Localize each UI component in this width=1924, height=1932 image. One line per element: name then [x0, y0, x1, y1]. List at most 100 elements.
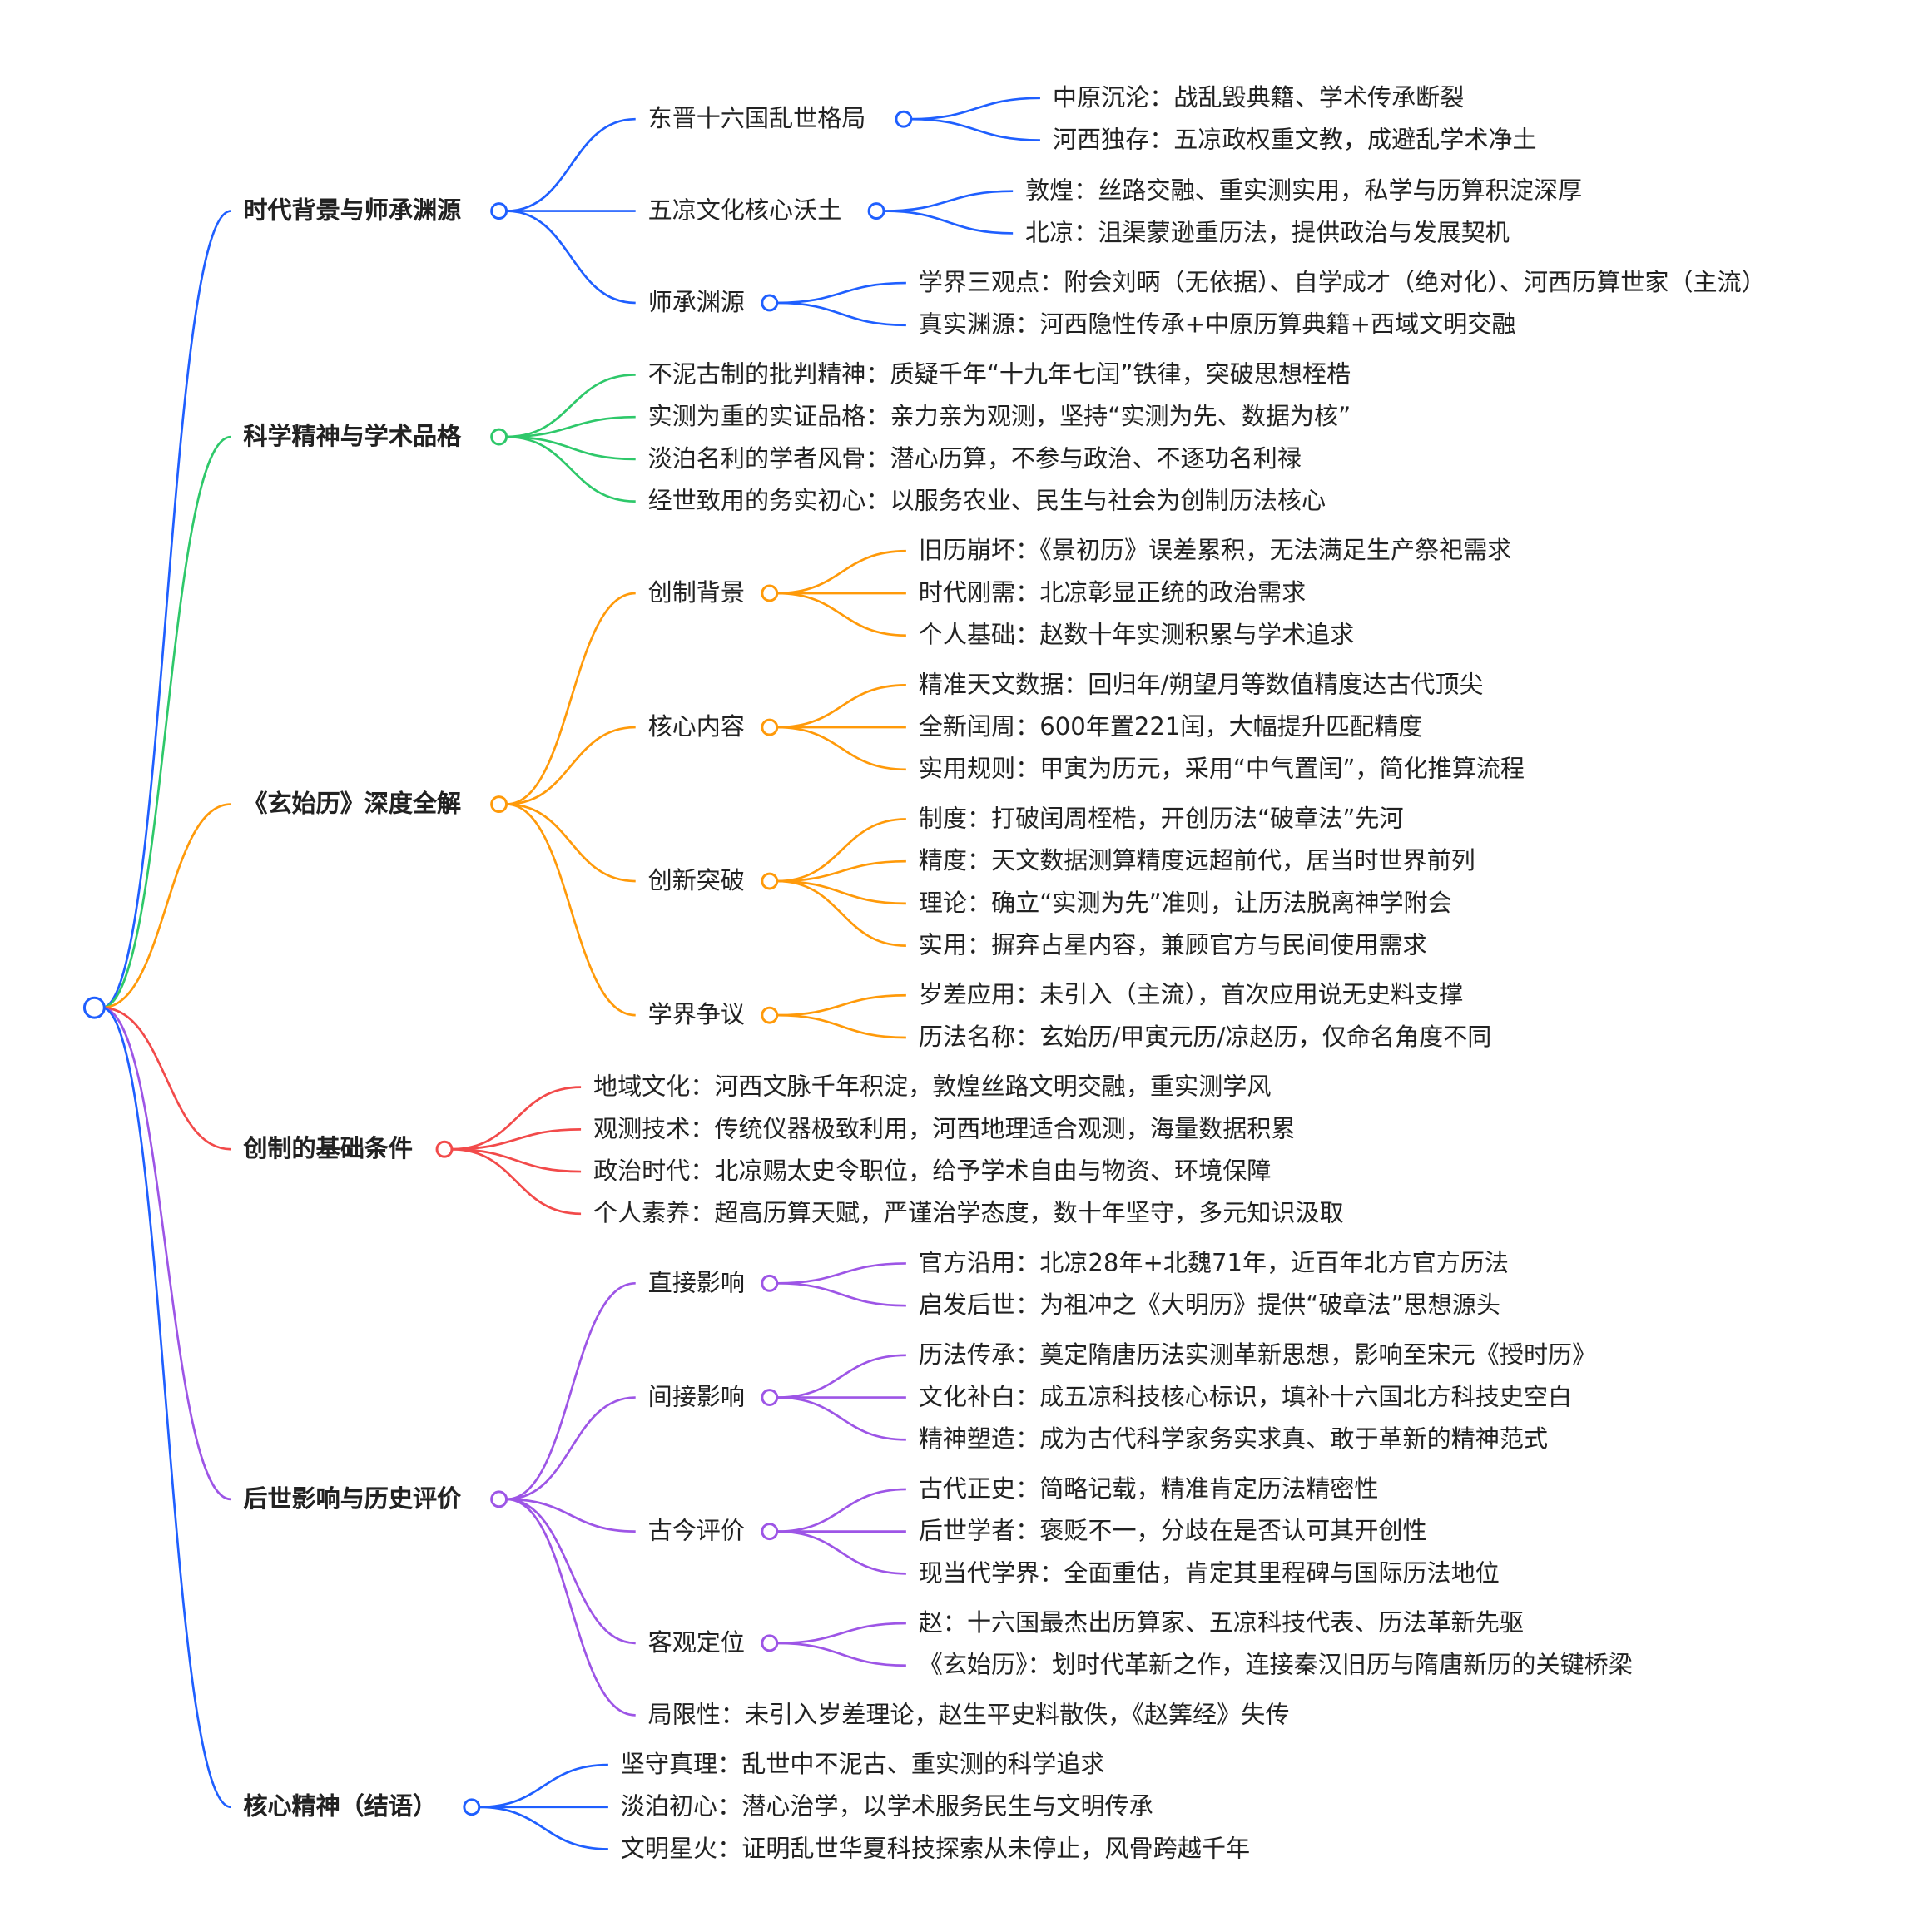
leaf-node[interactable]: 现当代学界：全面重估，肯定其里程碑与国际历法地位	[919, 1558, 1500, 1588]
leaf-node[interactable]: 河西独存：五凉政权重文教，成避乱学术净土	[1053, 126, 1537, 156]
collapse-toggle[interactable]	[492, 204, 507, 219]
leaf-node[interactable]: 官方沿用：北凉28年+北魏71年，近百年北方官方历法	[919, 1249, 1509, 1279]
branch-node[interactable]: 后世影响与历史评价	[243, 1484, 461, 1514]
leaf-node[interactable]: 观测技术：传统仪器极致利用，河西地理适合观测，海量数据积累	[593, 1114, 1296, 1144]
leaf-node[interactable]: 学界三观点：附会刘昞（无依据）、自学成才（绝对化）、河西历算世家（主流）	[919, 268, 1766, 298]
leaf-node[interactable]: 地域文化：河西文脉千年积淀，敦煌丝路文明交融，重实测学风	[593, 1073, 1271, 1102]
collapse-toggle[interactable]	[492, 1492, 507, 1507]
leaf-node[interactable]: 中原沉沦：战乱毁典籍、学术传承断裂	[1053, 83, 1464, 113]
sub-branch-node[interactable]: 核心内容	[648, 712, 745, 742]
root-node[interactable]	[84, 998, 104, 1018]
branch-edge	[102, 211, 231, 1008]
leaf-edge	[479, 1765, 608, 1807]
leaf-edge	[452, 1149, 581, 1214]
leaf-edge	[777, 1398, 906, 1440]
collapse-toggle[interactable]	[896, 111, 911, 126]
leaf-node[interactable]: 旧历崩坏：《景初历》误差累积，无法满足生产祭祀需求	[919, 536, 1512, 566]
leaf-node[interactable]: 古代正史：简略记载，精准肯定历法精密性	[919, 1474, 1379, 1504]
leaf-edge	[777, 1532, 906, 1574]
leaf-node[interactable]: 理论：确立“实测为先”准则，让历法脱离神学附会	[919, 889, 1452, 919]
sub-branch-edge	[507, 1283, 636, 1499]
sub-branch-edge	[507, 1398, 636, 1499]
sub-branch-node[interactable]: 间接影响	[648, 1383, 745, 1413]
leaf-edge	[777, 685, 906, 727]
leaf-edge	[777, 1263, 906, 1283]
sub-branch-node[interactable]: 五凉文化核心沃土	[648, 196, 842, 226]
collapse-toggle[interactable]	[762, 874, 777, 889]
sub-branch-edge	[507, 805, 636, 881]
leaf-node[interactable]: 文明星火：证明乱世华夏科技探索从未停止，风骨跨越千年	[621, 1835, 1250, 1865]
branch-node[interactable]: 核心精神（结语）	[243, 1792, 437, 1822]
leaf-node[interactable]: 时代刚需：北凉彰显正统的政治需求	[919, 578, 1306, 608]
sub-branch-node[interactable]: 创制背景	[648, 578, 745, 608]
leaf-edge	[777, 881, 906, 946]
leaf-edge	[777, 1283, 906, 1305]
leaf-edge	[884, 211, 1013, 234]
collapse-toggle[interactable]	[762, 1276, 777, 1290]
leaf-node[interactable]: 岁差应用：未引入（主流），首次应用说无史料支撑	[919, 980, 1463, 1010]
leaf-node[interactable]: 真实渊源：河西隐性传承+中原历算典籍+西域文明交融	[919, 310, 1516, 340]
leaf-edge	[777, 593, 906, 636]
leaf-node[interactable]: 启发后世：为祖冲之《大明历》提供“破章法”思想源头	[919, 1290, 1500, 1320]
leaf-edge	[507, 437, 636, 502]
sub-branch-node[interactable]: 创新突破	[648, 866, 745, 896]
leaf-node[interactable]: 赵𢾺：十六国最杰出历算家、五凉科技代表、历法革新先驱	[919, 1608, 1524, 1638]
collapse-toggle[interactable]	[464, 1800, 479, 1815]
collapse-toggle[interactable]	[762, 1524, 777, 1539]
leaf-node[interactable]: 经世致用的务实初心：以服务农业、民生与社会为创制历法核心	[648, 487, 1326, 517]
sub-branch-node[interactable]: 客观定位	[648, 1628, 745, 1658]
leaf-edge	[777, 727, 906, 770]
leaf-node[interactable]: 文化补白：成五凉科技核心标识，填补十六国北方科技史空白	[919, 1383, 1572, 1413]
leaf-node[interactable]: 实测为重的实证品格：亲力亲为观测，坚持“实测为先、数据为核”	[648, 402, 1351, 432]
leaf-node[interactable]: 制度：打破闰周桎梏，开创历法“破章法”先河	[919, 805, 1404, 835]
sub-branch-edge	[507, 805, 636, 1016]
leaf-node[interactable]: 精准天文数据：回归年/朔望月等数值精度达古代顶尖	[919, 670, 1484, 700]
sub-branch-node[interactable]: 局限性：未引入岁差理论，赵𢾺生平史料散佚，《赵𢾺筭经》失传	[648, 1700, 1290, 1730]
leaf-node[interactable]: 后世学者：褒贬不一，分歧在是否认可其开创性	[919, 1517, 1427, 1547]
collapse-toggle[interactable]	[762, 1008, 777, 1023]
leaf-node[interactable]: 实用规则：甲寅为历元，采用“中气置闰”，简化推算流程	[919, 755, 1525, 785]
leaf-node[interactable]: 全新闰周：600年置221闰，大幅提升匹配精度	[919, 712, 1423, 742]
leaf-node[interactable]: 政治时代：北凉赐太史令职位，给予学术自由与物资、环境保障	[593, 1157, 1271, 1186]
branch-node[interactable]: 时代背景与师承渊源	[243, 196, 461, 226]
sub-branch-node[interactable]: 东晋十六国乱世格局	[648, 104, 866, 134]
branch-node[interactable]: 创制的基础条件	[243, 1134, 413, 1164]
collapse-toggle[interactable]	[762, 720, 777, 735]
collapse-toggle[interactable]	[869, 204, 884, 219]
sub-branch-node[interactable]: 古今评价	[648, 1517, 745, 1547]
leaf-edge	[777, 1643, 906, 1666]
leaf-node[interactable]: 精神塑造：成为古代科学家务实求真、敢于革新的精神范式	[919, 1424, 1548, 1454]
collapse-toggle[interactable]	[762, 1390, 777, 1405]
collapse-toggle[interactable]	[437, 1142, 452, 1157]
leaf-node[interactable]: 实用：摒弃占星内容，兼顾官方与民间使用需求	[919, 931, 1427, 961]
collapse-toggle[interactable]	[492, 429, 507, 444]
collapse-toggle[interactable]	[762, 586, 777, 601]
leaf-node[interactable]: 不泥古制的批判精神：质疑千年“十九年七闰”铁律，突破思想桎梏	[648, 360, 1351, 390]
collapse-toggle[interactable]	[492, 797, 507, 812]
sub-branch-edge	[507, 211, 636, 303]
collapse-toggle[interactable]	[762, 295, 777, 310]
sub-branch-node[interactable]: 直接影响	[648, 1268, 745, 1298]
leaf-node[interactable]: 精度：天文数据测算精度远超前代，居当时世界前列	[919, 846, 1475, 876]
leaf-node[interactable]: 北凉：沮渠蒙逊重历法，提供政治与发展契机	[1025, 219, 1510, 249]
leaf-node[interactable]: 历法传承：奠定隋唐历法实测革新思想，影响至宋元《授时历》	[919, 1340, 1596, 1370]
leaf-edge	[884, 191, 1013, 211]
leaf-node[interactable]: 坚守真理：乱世中不泥古、重实测的科学追求	[621, 1750, 1105, 1780]
leaf-node[interactable]: 历法名称：玄始历/甲寅元历/凉赵历，仅命名角度不同	[919, 1023, 1492, 1053]
leaf-edge	[479, 1807, 608, 1850]
sub-branch-node[interactable]: 师承渊源	[648, 288, 745, 318]
leaf-edge	[777, 551, 906, 593]
leaf-node[interactable]: 淡泊初心：潜心治学，以学术服务民生与文明传承	[621, 1792, 1153, 1822]
sub-branch-node[interactable]: 学界争议	[648, 1000, 745, 1030]
branch-node[interactable]: 科学精神与学术品格	[243, 422, 461, 452]
branch-edge	[102, 1008, 231, 1807]
branch-edge	[102, 437, 231, 1008]
branch-node[interactable]: 《玄始历》深度全解	[243, 790, 461, 820]
collapse-toggle[interactable]	[762, 1636, 777, 1651]
leaf-node[interactable]: 个人素养：超高历算天赋，严谨治学态度，数十年坚守，多元知识汲取	[593, 1199, 1344, 1229]
leaf-node[interactable]: 淡泊名利的学者风骨：潜心历算，不参与政治、不逐功名利禄	[648, 444, 1302, 474]
leaf-node[interactable]: 敦煌：丝路交融、重实测实用，私学与历算积淀深厚	[1025, 176, 1582, 206]
leaf-node[interactable]: 《玄始历》：划时代革新之作，连接秦汉旧历与隋唐新历的关键桥梁	[919, 1651, 1633, 1681]
leaf-node[interactable]: 个人基础：赵𢾺数十年实测积累与学术追求	[919, 621, 1355, 651]
